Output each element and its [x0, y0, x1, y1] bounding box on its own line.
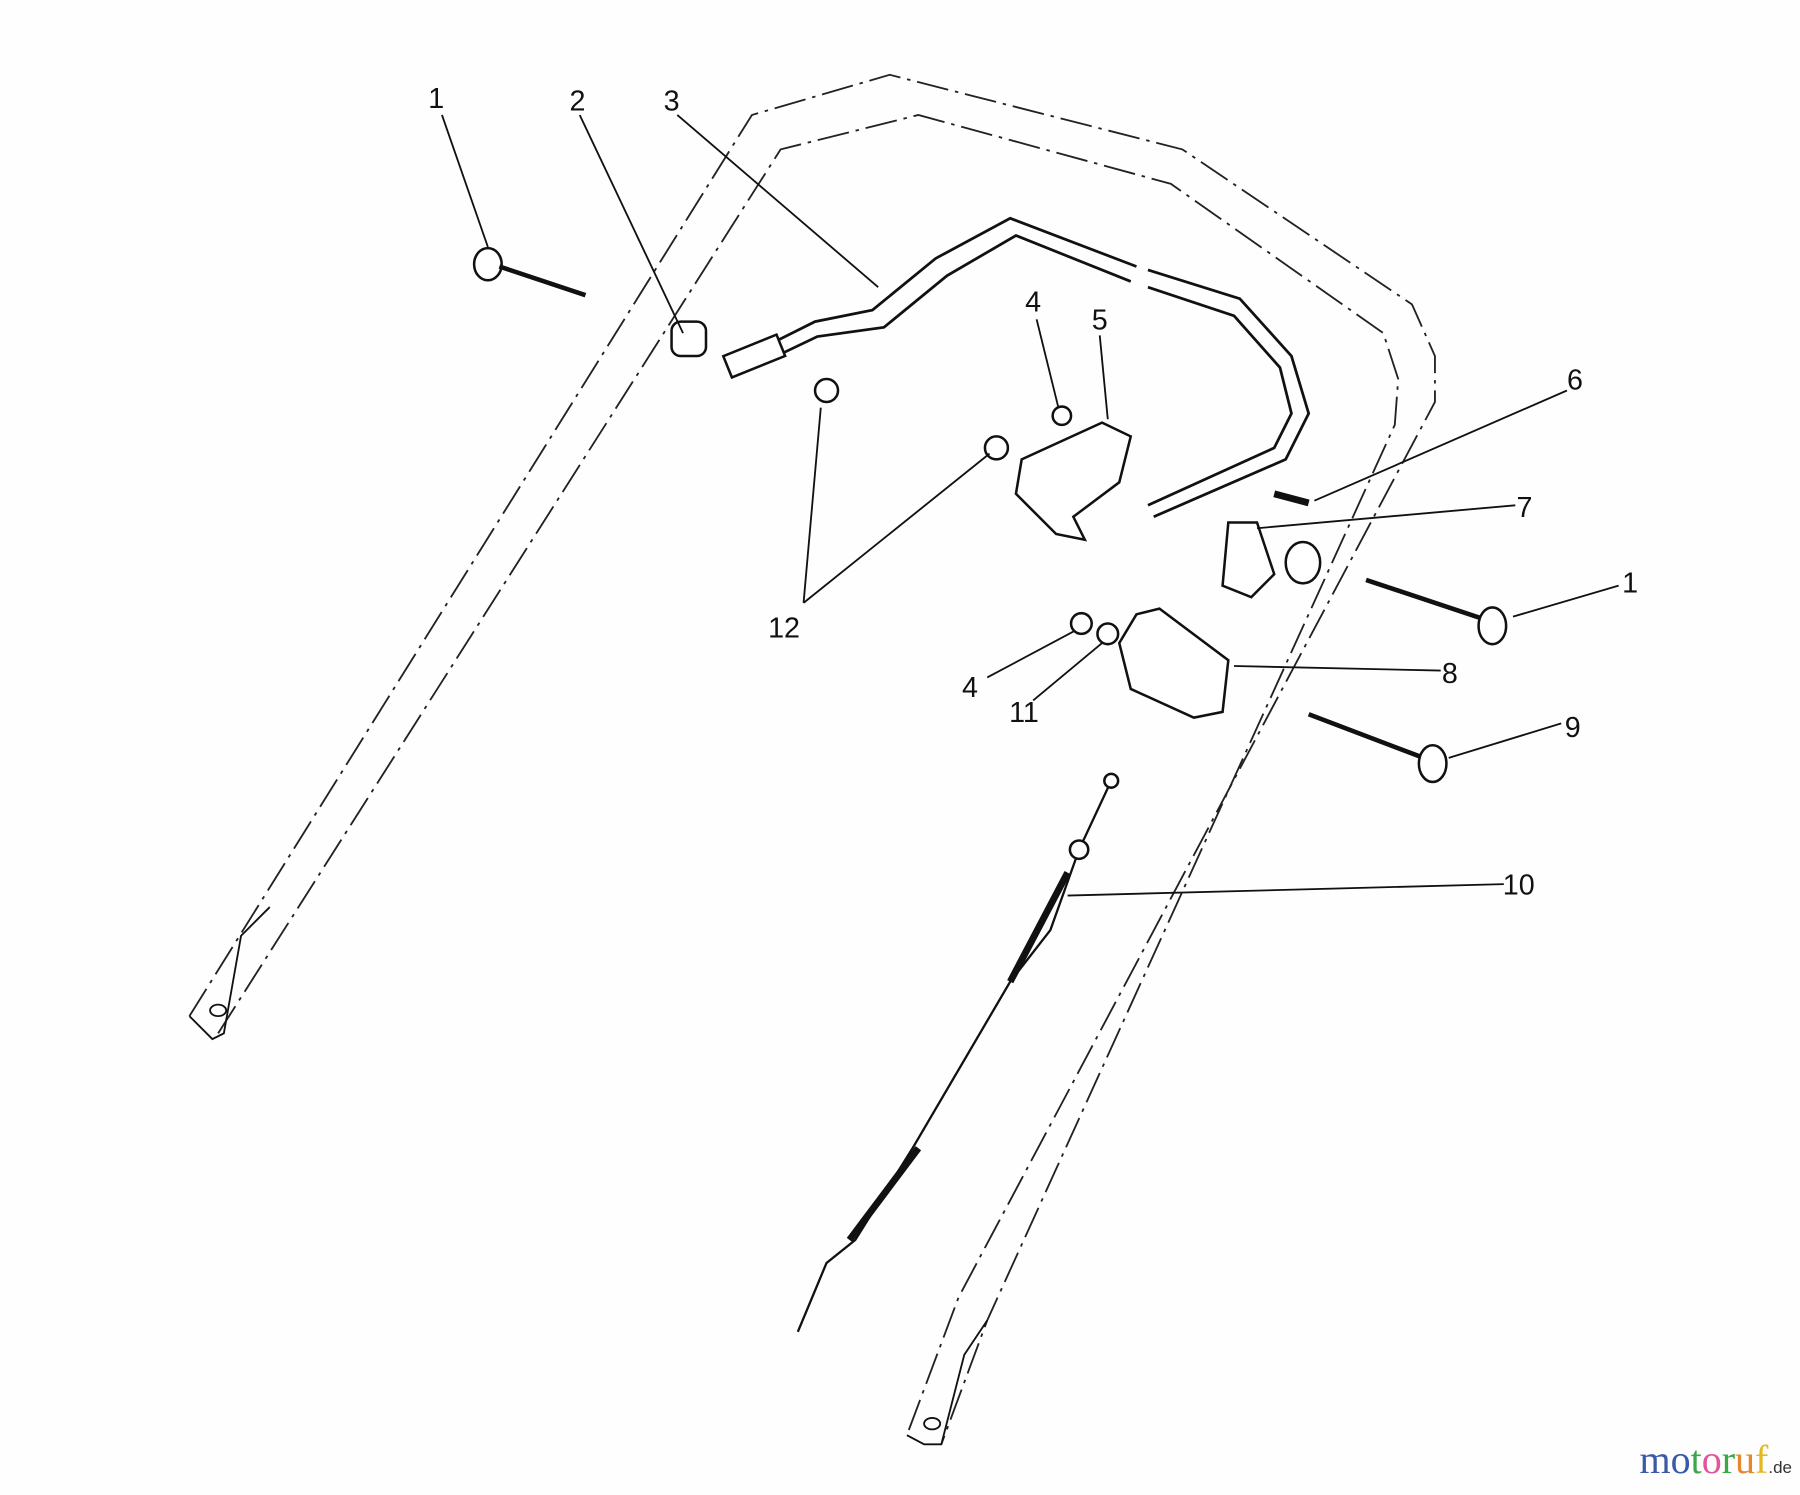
bolt-1-left	[472, 246, 587, 298]
callout-9: 9	[1565, 712, 1581, 744]
callout-11: 11	[1009, 697, 1039, 729]
handle-frame	[188, 73, 1436, 1446]
bail-bar	[721, 216, 1311, 519]
handle-inner-outline	[217, 114, 1400, 1445]
callout-4-lower: 4	[962, 672, 978, 704]
right-foot-hole	[923, 1416, 942, 1431]
callout-1-right: 1	[1622, 568, 1638, 600]
spacer-2	[670, 320, 708, 358]
logo-letter: r	[1721, 1437, 1736, 1482]
washer-11	[1096, 622, 1120, 646]
screw-6	[1273, 490, 1310, 507]
bracket-5	[1014, 421, 1133, 542]
callout-10: 10	[1503, 869, 1535, 901]
callout-7: 7	[1517, 492, 1533, 524]
cable-guide-8	[1117, 607, 1230, 719]
handle-outer-outline	[188, 73, 1436, 1436]
motoruf-watermark-logo: motoruf.de	[1639, 1436, 1792, 1483]
nut-4a	[1051, 405, 1073, 427]
logo-letter: u	[1735, 1437, 1756, 1482]
callout-6: 6	[1567, 364, 1583, 396]
logo-letter: t	[1690, 1437, 1702, 1482]
callout-3: 3	[664, 85, 680, 117]
logo-letter: m	[1639, 1437, 1671, 1482]
bolt-1-right	[1365, 577, 1508, 646]
nut-12a	[813, 377, 840, 404]
callout-5: 5	[1092, 305, 1108, 337]
left-foot-hole	[209, 1003, 228, 1018]
nut-4b	[1069, 611, 1093, 636]
bolt-9	[1307, 712, 1448, 784]
callout-1: 1	[428, 83, 444, 115]
leader-lines	[441, 114, 1619, 897]
callouts: 1 2 3 4 5 6 7 1 12 8 4 11 9 10	[428, 83, 1638, 901]
logo-letter: o	[1701, 1437, 1722, 1482]
nut-12b	[983, 435, 1010, 461]
callout-4: 4	[1025, 286, 1041, 318]
logo-letter: o	[1670, 1437, 1691, 1482]
callout-12: 12	[768, 612, 800, 644]
callout-2: 2	[569, 85, 585, 117]
handle-right-foot	[906, 1319, 989, 1446]
handle-left-foot	[188, 906, 271, 1041]
cable-10	[796, 772, 1120, 1333]
knob-7	[1221, 521, 1322, 599]
logo-suffix: .de	[1768, 1458, 1792, 1477]
logo-letter: f	[1755, 1437, 1769, 1482]
callout-8: 8	[1442, 658, 1458, 690]
